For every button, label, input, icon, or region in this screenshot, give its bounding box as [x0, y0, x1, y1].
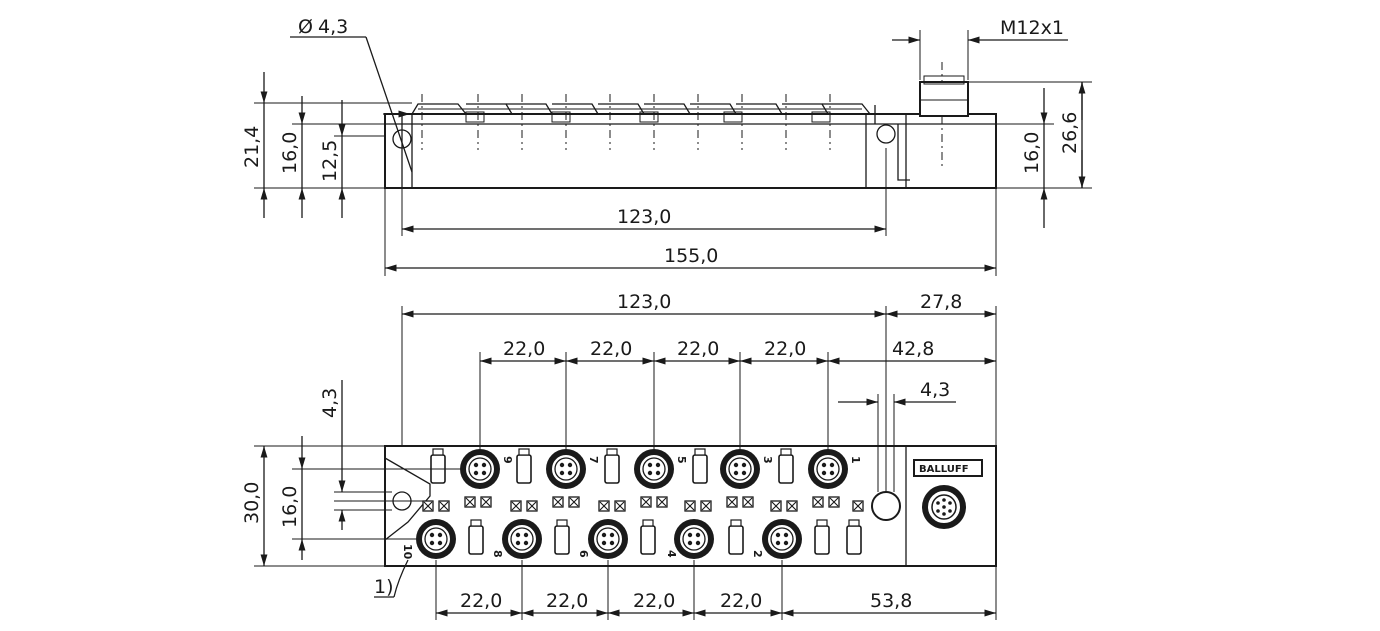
port-number-bottom-3: 6: [577, 550, 590, 558]
port-1: [807, 448, 849, 490]
port-number-top-5: 1: [849, 456, 862, 464]
connector-height-label: 26,6: [1059, 112, 1081, 154]
hole-size-label: 4,3: [920, 379, 950, 401]
side-hole-right: [876, 124, 896, 144]
port-3: [719, 448, 761, 490]
height-overall-label: 21,4: [241, 126, 263, 168]
top-pitch-label-1: 22,0: [503, 338, 545, 360]
top-pitch-label-4: 22,0: [764, 338, 806, 360]
bottom-pitch-label-3: 22,0: [633, 590, 675, 612]
hole-diameter-symbol: Ø: [298, 16, 313, 38]
port-10: [415, 518, 457, 560]
connector-thread-label: M12x1: [1000, 17, 1064, 39]
bottom-pitch-label-2: 22,0: [546, 590, 588, 612]
side-m12-connector: [919, 81, 969, 117]
footnote-label: 1): [374, 576, 394, 598]
width-label: 30,0: [241, 482, 263, 524]
port-number-top-4: 3: [761, 456, 774, 464]
end-offset-label: 27,8: [920, 291, 962, 313]
port-number-bottom-2: 8: [491, 550, 504, 558]
side-view: Ø 4,3 M12x1 21,4 16,0 12,5 26,6: [241, 16, 1092, 276]
bottom-pitch-label-4: 22,0: [720, 590, 762, 612]
row-spacing-label: 16,0: [279, 486, 301, 528]
top-hole-right: [871, 491, 901, 521]
bottom-end-label: 53,8: [870, 590, 912, 612]
m12-connector-face: [922, 485, 966, 529]
port-4: [673, 518, 715, 560]
port-number-bottom-5: 2: [751, 550, 764, 558]
port-5: [633, 448, 675, 490]
height-body-label: 16,0: [279, 132, 301, 174]
height-rail-label: 12,5: [319, 140, 341, 182]
port-offset-label: 42,8: [892, 338, 934, 360]
brand-plate: [913, 459, 983, 477]
top-view: BALLUFF: [241, 291, 997, 620]
port-number-bottom-4: 4: [665, 550, 678, 558]
top-pitch-label-2: 22,0: [590, 338, 632, 360]
brand-label: BALLUFF: [919, 464, 969, 475]
port-7: [545, 448, 587, 490]
top-pitch-label-3: 22,0: [677, 338, 719, 360]
connector-body-label: 16,0: [1021, 132, 1043, 174]
hole-diameter-label: 4,3: [318, 16, 348, 38]
port-number-top-1: 9: [501, 456, 514, 464]
top-hole-spacing-label: 123,0: [617, 291, 671, 313]
row-offset-label: 4,3: [319, 388, 341, 418]
port-number-top-3: 5: [675, 456, 688, 464]
side-body: [384, 113, 997, 189]
side-hole-spacing-label: 123,0: [617, 206, 671, 228]
port-9: [459, 448, 501, 490]
total-length-label: 155,0: [664, 245, 718, 267]
port-number-bottom-1: 10: [401, 544, 414, 560]
port-number-top-2: 7: [587, 456, 600, 464]
bottom-pitch-label-1: 22,0: [460, 590, 502, 612]
port-8: [501, 518, 543, 560]
port-2: [761, 518, 803, 560]
port-6: [587, 518, 629, 560]
